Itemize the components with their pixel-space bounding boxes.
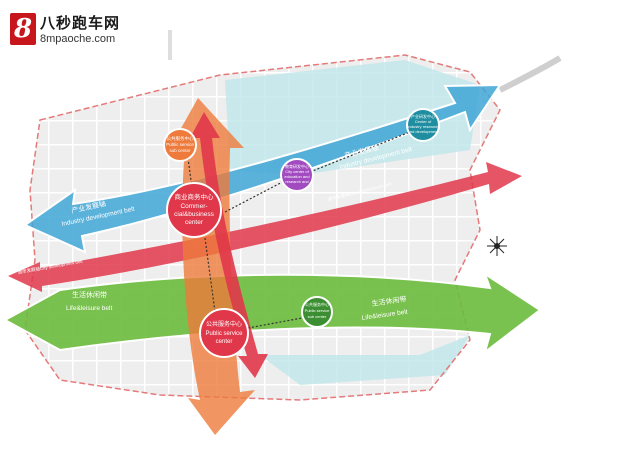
public-node-cn: 公共服务中心 <box>206 320 242 328</box>
orange-node-l3: sub center <box>169 148 191 153</box>
teal-node-l1: 产业研发中心 <box>411 113 435 119</box>
commercial-node-en2: cial&business <box>174 211 214 218</box>
green-node-l3: sub center <box>308 314 327 319</box>
public-node-en1: Public service <box>205 331 243 337</box>
compass-icon <box>487 236 507 256</box>
education-research-node <box>280 158 314 192</box>
commercial-center-node <box>166 182 222 238</box>
teal-node-l2: Center of <box>415 119 432 124</box>
public-service-subcenter-node <box>163 128 197 162</box>
life-belt-left-en: Life&leisure belt <box>66 305 112 312</box>
commercial-node-en3: center <box>185 219 204 226</box>
green-subcenter-node <box>301 296 333 328</box>
logo-badge: 8 <box>10 12 36 45</box>
city-belt <box>8 162 522 292</box>
orange-node-l2: Public service <box>166 142 194 147</box>
teal-node-l4: and development <box>408 129 440 134</box>
logo: 8 八秒跑车网 8mpaoche.com <box>10 12 120 45</box>
purple-node-l2: City center of <box>285 169 309 174</box>
public-service-center-node <box>199 308 249 358</box>
industry-research-node <box>406 108 440 142</box>
green-node-l1: 公共服务中心 <box>305 301 329 307</box>
purple-node-l1: 教育研发中心 <box>285 163 309 169</box>
teal-node-l3: industry research <box>408 124 439 129</box>
green-node-l2: Public service <box>305 308 330 313</box>
life-belt-left-cn: 生活休闲带 <box>72 290 107 299</box>
commercial-node-cn: 商业商务中心 <box>175 192 215 201</box>
purple-node-l3: education and <box>284 174 309 179</box>
orange-node-l1: 公共服务中心 <box>167 135 194 142</box>
purple-node-l4: research and <box>285 179 308 184</box>
logo-cn: 八秒跑车网 <box>40 14 121 32</box>
public-node-en2: center <box>216 339 233 345</box>
logo-url: 8mpaoche.com <box>40 33 116 45</box>
commercial-node-en1: Commer- <box>180 203 207 210</box>
